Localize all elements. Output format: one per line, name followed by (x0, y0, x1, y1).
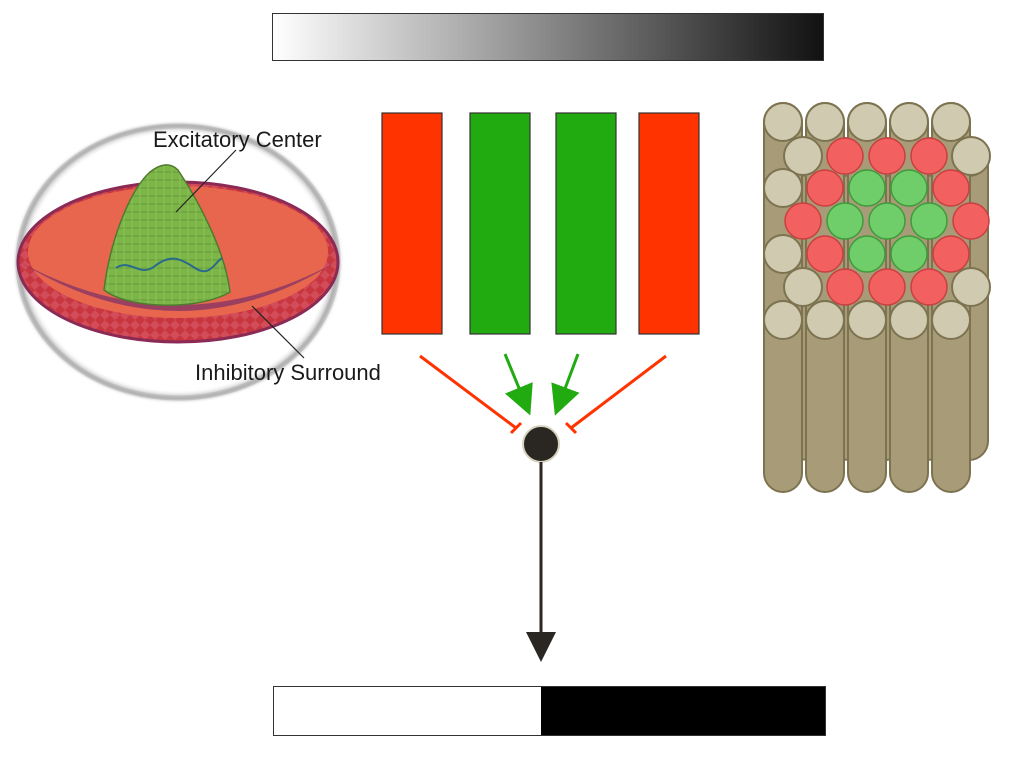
excitatory-callout-line (175, 149, 237, 213)
stimulus-bars (381, 112, 700, 335)
rod-6-3 (889, 300, 929, 493)
rod-2-0 (763, 168, 803, 208)
rod-1-4 (951, 136, 991, 176)
rod-6-1 (805, 300, 845, 493)
red-cone-5-1 (826, 268, 864, 306)
green-cone-3-1 (826, 202, 864, 240)
red-cone-1-1 (826, 137, 864, 175)
green-cone-4-3 (890, 235, 928, 273)
excitatory-connection-right (551, 353, 580, 416)
green-cone-3-3 (910, 202, 948, 240)
output-response-bar (273, 686, 826, 736)
surround-bar-4 (638, 112, 700, 335)
rod-5-4 (951, 267, 991, 307)
inhibitory-connection-right (570, 354, 667, 430)
rod-5-0 (783, 267, 823, 307)
rod-6-2 (847, 300, 887, 493)
red-cone-1-3 (910, 137, 948, 175)
excitatory-connection-left (503, 353, 533, 416)
red-cone-3-0 (784, 202, 822, 240)
rod-1-0 (783, 136, 823, 176)
red-cone-5-2 (868, 268, 906, 306)
output-dark-half (541, 687, 825, 735)
inhibitory-callout-line (251, 305, 305, 359)
photoreceptor-mosaic (763, 102, 991, 493)
red-cone-3-4 (952, 202, 990, 240)
green-cone-2-3 (890, 169, 928, 207)
input-luminance-gradient (272, 13, 824, 61)
surround-bar-1 (381, 112, 443, 335)
inhibitory-surround-label: Inhibitory Surround (195, 360, 381, 385)
red-cone-5-3 (910, 268, 948, 306)
ganglion-cell (522, 425, 560, 463)
center-bar-3 (555, 112, 617, 335)
red-cone-4-4 (932, 235, 970, 273)
output-bright-half (274, 687, 542, 735)
rod-6-0 (763, 300, 803, 493)
red-cone-1-2 (868, 137, 906, 175)
green-cone-4-2 (848, 235, 886, 273)
inhibitory-connection-left (419, 354, 517, 430)
green-cone-2-2 (848, 169, 886, 207)
center-bar-2 (469, 112, 531, 335)
rod-6-4 (931, 300, 971, 493)
sombrero-illustration (12, 120, 344, 404)
red-cone-4-1 (806, 235, 844, 273)
red-cone-2-4 (932, 169, 970, 207)
red-cone-2-1 (806, 169, 844, 207)
excitatory-center-label: Excitatory Center (153, 127, 322, 152)
green-cone-3-2 (868, 202, 906, 240)
rod-4-0 (763, 234, 803, 274)
